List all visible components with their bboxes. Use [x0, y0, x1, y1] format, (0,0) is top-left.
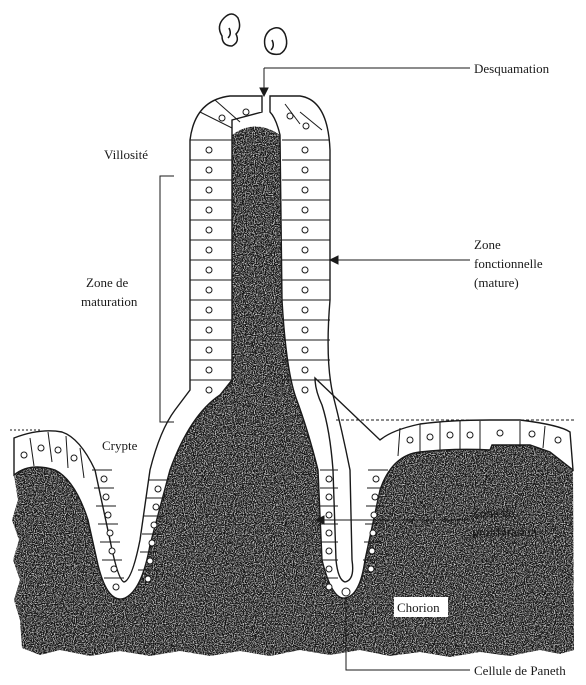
- cell-nucleus: [101, 476, 107, 482]
- cell-nucleus: [206, 387, 212, 393]
- cell-nucleus: [373, 476, 379, 482]
- cell-nucleus: [71, 455, 77, 461]
- cell-nucleus: [206, 247, 212, 253]
- cell-nucleus: [326, 494, 332, 500]
- cell-nucleus: [38, 445, 44, 451]
- cell-nucleus: [326, 476, 332, 482]
- cell-nucleus: [21, 452, 27, 458]
- cell-nucleus: [107, 530, 113, 536]
- cell-nucleus: [326, 566, 332, 572]
- cell-nucleus: [206, 227, 212, 233]
- cell-nucleus: [103, 494, 109, 500]
- cell-nucleus: [206, 187, 212, 193]
- desquamating-cells: [219, 14, 286, 54]
- cell-nucleus: [55, 447, 61, 453]
- cell-nucleus: [206, 307, 212, 313]
- cell-nucleus: [113, 584, 119, 590]
- cell-nucleus: [302, 327, 308, 333]
- cell-nucleus: [302, 247, 308, 253]
- label-zone-proliferation-2: prolifération: [472, 524, 537, 539]
- cell-nucleus: [529, 431, 535, 437]
- cell-nucleus: [145, 576, 151, 582]
- cell-nucleus: [206, 367, 212, 373]
- cell-nucleus: [326, 530, 332, 536]
- cell-nucleus: [302, 387, 308, 393]
- label-zone-maturation-2: maturation: [81, 294, 138, 309]
- cell-nucleus: [206, 207, 212, 213]
- cell-nucleus: [219, 115, 225, 121]
- cell-nucleus: [302, 207, 308, 213]
- label-cellule-paneth: Cellule de Paneth: [474, 663, 566, 678]
- cell-nucleus: [326, 584, 332, 590]
- cell-nucleus: [151, 522, 157, 528]
- cell-nucleus: [147, 558, 153, 564]
- cell-nucleus: [326, 512, 332, 518]
- cell-nucleus: [467, 432, 473, 438]
- cell-nucleus: [302, 287, 308, 293]
- cell-nucleus: [302, 147, 308, 153]
- paneth-cell: [342, 588, 350, 596]
- cell-nucleus: [447, 432, 453, 438]
- label-zone-fonctionnelle-3: (mature): [474, 275, 519, 290]
- cell-nucleus: [111, 566, 117, 572]
- cell-nucleus: [302, 227, 308, 233]
- cell-nucleus: [370, 530, 376, 536]
- cell-nucleus: [206, 287, 212, 293]
- cell-nucleus: [302, 367, 308, 373]
- label-zone-fonctionnelle-2: fonctionnelle: [474, 256, 543, 271]
- cell-nucleus: [368, 566, 374, 572]
- cell-nucleus: [302, 267, 308, 273]
- cell-nucleus: [407, 437, 413, 443]
- label-villosite: Villosité: [104, 147, 148, 162]
- label-zone-maturation-1: Zone de: [86, 275, 128, 290]
- cell-nucleus: [302, 347, 308, 353]
- label-chorion: Chorion: [397, 600, 440, 615]
- cell-nucleus: [243, 109, 249, 115]
- cell-nucleus: [206, 327, 212, 333]
- cell-nucleus: [302, 187, 308, 193]
- cell-nucleus: [206, 167, 212, 173]
- label-zone-proliferation-1: Zone de: [472, 505, 514, 520]
- label-crypte: Crypte: [102, 438, 138, 453]
- cell-nucleus: [105, 512, 111, 518]
- cell-nucleus: [302, 307, 308, 313]
- cell-nucleus: [371, 512, 377, 518]
- cell-nucleus: [206, 347, 212, 353]
- cell-nucleus: [155, 486, 161, 492]
- cell-nucleus: [427, 434, 433, 440]
- cell-nucleus: [206, 147, 212, 153]
- cell-nucleus: [369, 548, 375, 554]
- cell-nucleus: [302, 167, 308, 173]
- cell-nucleus: [109, 548, 115, 554]
- cell-nucleus: [303, 123, 309, 129]
- cell-nucleus: [206, 267, 212, 273]
- label-zone-fonctionnelle-1: Zone: [474, 237, 501, 252]
- cell-nucleus: [153, 504, 159, 510]
- cell-nucleus: [497, 430, 503, 436]
- cell-nucleus: [555, 437, 561, 443]
- cell-nucleus: [372, 494, 378, 500]
- label-desquamation: Desquamation: [474, 61, 550, 76]
- cell-nucleus: [287, 113, 293, 119]
- cell-nucleus: [326, 548, 332, 554]
- cell-nucleus: [149, 540, 155, 546]
